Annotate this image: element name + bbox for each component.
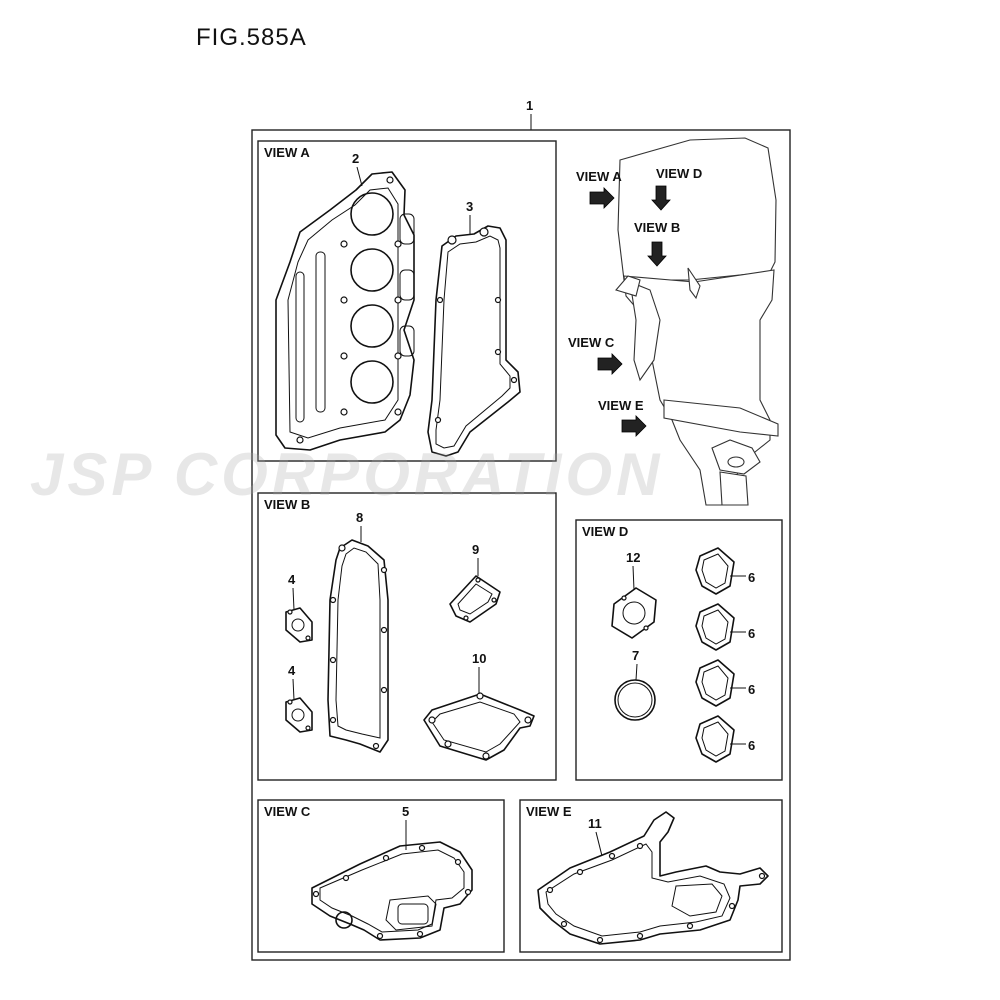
arrow-view-b (647, 241, 667, 267)
leader-7 (635, 663, 638, 681)
arrow-view-e (621, 415, 647, 437)
callout-10: 10 (472, 651, 486, 666)
view-d-panel: VIEW D 12 7 6 6 (575, 519, 783, 781)
callout-4b: 4 (288, 663, 296, 678)
watermark: JSP CORPORATION (30, 441, 664, 508)
callout-6a: 6 (748, 570, 755, 585)
part-6c-gasket (695, 659, 735, 707)
callout-6b: 6 (748, 626, 755, 641)
leader-4a (292, 587, 295, 611)
part-7-o-ring (614, 679, 656, 721)
callout-2: 2 (352, 151, 359, 166)
callout-kit: 1 (526, 98, 533, 113)
part-2-head-gasket (275, 171, 415, 451)
view-a-panel: VIEW A 2 (257, 140, 557, 462)
arrow-view-a (589, 187, 615, 209)
engine-view-c-label: VIEW C (568, 335, 615, 350)
callout-8: 8 (356, 510, 363, 525)
part-4b-gasket (285, 697, 313, 733)
view-arrows (589, 185, 671, 437)
part-3-cover-gasket (427, 225, 521, 457)
callout-5: 5 (402, 804, 409, 819)
view-c-panel: VIEW C 5 (257, 799, 505, 953)
kit-outline (251, 129, 791, 961)
engine-view-e-label: VIEW E (598, 398, 644, 413)
callout-7: 7 (632, 648, 639, 663)
engine-view-b-label: VIEW B (634, 220, 680, 235)
view-b-label: VIEW B (264, 497, 310, 512)
part-9-gasket (449, 575, 501, 623)
callout-6c: 6 (748, 682, 755, 697)
arrow-view-c (597, 353, 623, 375)
callout-12: 12 (626, 550, 640, 565)
part-6d-gasket (695, 715, 735, 763)
leader-2 (356, 166, 363, 187)
view-b-panel: VIEW B 4 4 (257, 492, 557, 781)
view-a-label: VIEW A (264, 145, 310, 160)
leader-11 (595, 831, 603, 857)
outboard-engine-illustration (615, 137, 779, 506)
callout-3: 3 (466, 199, 473, 214)
part-12-gasket (611, 587, 657, 639)
figure-title: FIG.585A (196, 24, 307, 51)
view-e-label: VIEW E (526, 804, 572, 819)
part-11-gasket (537, 811, 769, 945)
callout-6d: 6 (748, 738, 755, 753)
arrow-view-d (651, 185, 671, 211)
view-e-panel: VIEW E 11 (519, 799, 783, 953)
part-6a-gasket (695, 547, 735, 595)
part-5-gasket (311, 841, 473, 941)
part-10-gasket (423, 692, 535, 761)
view-d-label: VIEW D (582, 524, 628, 539)
leader-12 (632, 565, 635, 591)
view-c-label: VIEW C (264, 804, 311, 819)
engine-view-d-label: VIEW D (656, 166, 702, 181)
callout-9: 9 (472, 542, 479, 557)
part-4a-gasket (285, 607, 313, 643)
callout-4a: 4 (288, 572, 296, 587)
engine-view-a-label: VIEW A (576, 169, 622, 184)
leader-4b (292, 678, 295, 701)
part-8-long-gasket (327, 539, 389, 753)
part-6b-gasket (695, 603, 735, 651)
callout-11: 11 (588, 816, 602, 831)
